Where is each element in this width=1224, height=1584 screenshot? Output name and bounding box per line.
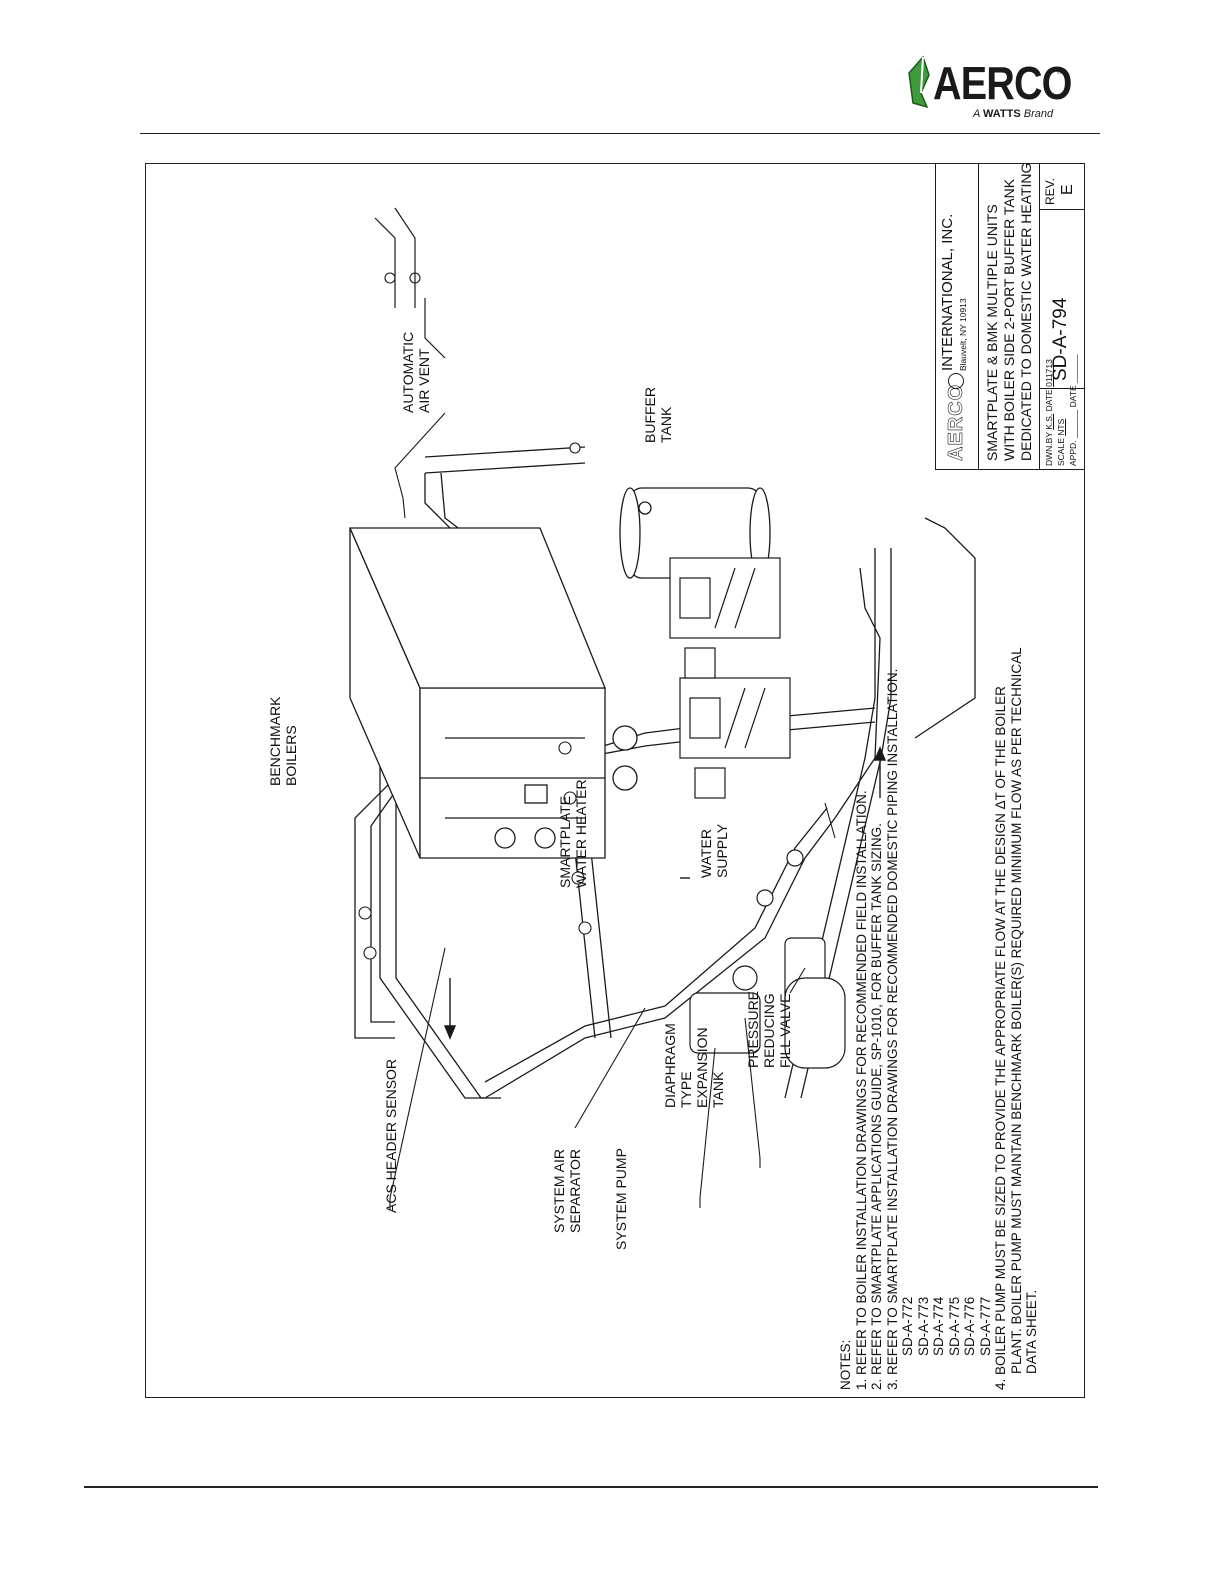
drawing-number: SD-A-794 xyxy=(1050,297,1071,381)
note-3-ref: SD-A-776 xyxy=(962,1296,977,1356)
rev-label: REV. xyxy=(1043,178,1057,205)
label-buffer-tank: BUFFER TANK xyxy=(642,387,674,443)
air-separator-shape xyxy=(689,992,761,1054)
drawing-title: SMARTPLATE & BMK MULTIPLE UNITS WITH BOI… xyxy=(984,162,1034,461)
logo-tagline: A WATTS Brand xyxy=(973,108,1054,120)
expansion-tank-shape xyxy=(784,977,846,1069)
note-3-ref: SD-A-775 xyxy=(946,1296,962,1356)
notes-heading: NOTES: xyxy=(838,1339,853,1390)
label-fill-valve: PRESSURE REDUCING FILL VALVE xyxy=(745,990,793,1068)
label-automatic-air-vent: AUTOMATIC AIR VENT xyxy=(400,331,432,413)
note-3: 3. REFER TO SMARTPLATE INSTALLATION DRAW… xyxy=(884,668,900,1390)
header-rule xyxy=(140,133,1100,134)
label-smartplate-water-heater: SMARTPLATE WATER HEATER xyxy=(557,779,589,888)
buffer-tank-shape xyxy=(619,487,771,579)
note-4-cont: DATA SHEET. xyxy=(1024,1289,1039,1374)
note-4: 4. BOILER PUMP MUST BE SIZED TO PROVIDE … xyxy=(993,686,1008,1390)
label-water-supply: WATER SUPPLY xyxy=(698,823,730,878)
drawing-notes: NOTES: 1. REFER TO BOILER INSTALLATION D… xyxy=(838,647,1040,1390)
aerco-leaf-icon xyxy=(908,55,930,109)
benchmark-boilers-shape xyxy=(349,527,638,859)
label-benchmark-boilers: BENCHMARK BOILERS xyxy=(267,696,299,786)
piping-schematic xyxy=(349,207,976,1210)
title-block-logo: AERCO xyxy=(945,383,968,461)
company-name: INTERNATIONAL, INC. xyxy=(939,213,956,371)
footer-rule xyxy=(84,1486,1098,1488)
drawing-sheet: AUTOMATIC AIR VENT BUFFER TANK BENCHMARK… xyxy=(145,163,1085,1398)
label-expansion-tank: DIAPHRAGM TYPE EXPANSION TANK xyxy=(662,1023,726,1108)
note-4-cont: PLANT. BOILER PUMP MUST MAINTAIN BENCHMA… xyxy=(1008,647,1024,1374)
logo-text: AERCO xyxy=(933,57,1072,109)
scale-row: SCALE NTS xyxy=(1056,418,1066,466)
note-2: 2. REFER TO SMARTPLATE APPLICATIONS GUID… xyxy=(869,823,884,1390)
note-3-ref: SD-A-773 xyxy=(915,1296,931,1356)
aerco-logo: AERCO ® A WATTS Brand xyxy=(905,55,1072,125)
note-3-ref: SD-A-772 xyxy=(900,1296,915,1356)
rev-value: E xyxy=(1059,184,1076,195)
label-system-pump: SYSTEM PUMP xyxy=(613,1148,629,1250)
smartplate-shapes xyxy=(669,557,791,799)
note-3-ref: SD-A-777 xyxy=(977,1296,993,1356)
company-seal-icon xyxy=(948,373,964,389)
label-system-air-separator: SYSTEM AIR SEPARATOR xyxy=(551,1148,583,1233)
note-1: 1. REFER TO BOILER INSTALLATION DRAWINGS… xyxy=(853,790,869,1390)
note-3-ref: SD-A-774 xyxy=(931,1296,946,1356)
label-acs-header-sensor: ACS HEADER SENSOR xyxy=(383,1058,399,1213)
title-block: AERCO INTERNATIONAL, INC. Blauvelt, NY 1… xyxy=(935,163,1085,470)
logo-registered: ® xyxy=(1057,69,1063,76)
drawing-frame xyxy=(145,163,1085,1398)
company-address: Blauvelt, NY 10913 xyxy=(958,298,968,371)
